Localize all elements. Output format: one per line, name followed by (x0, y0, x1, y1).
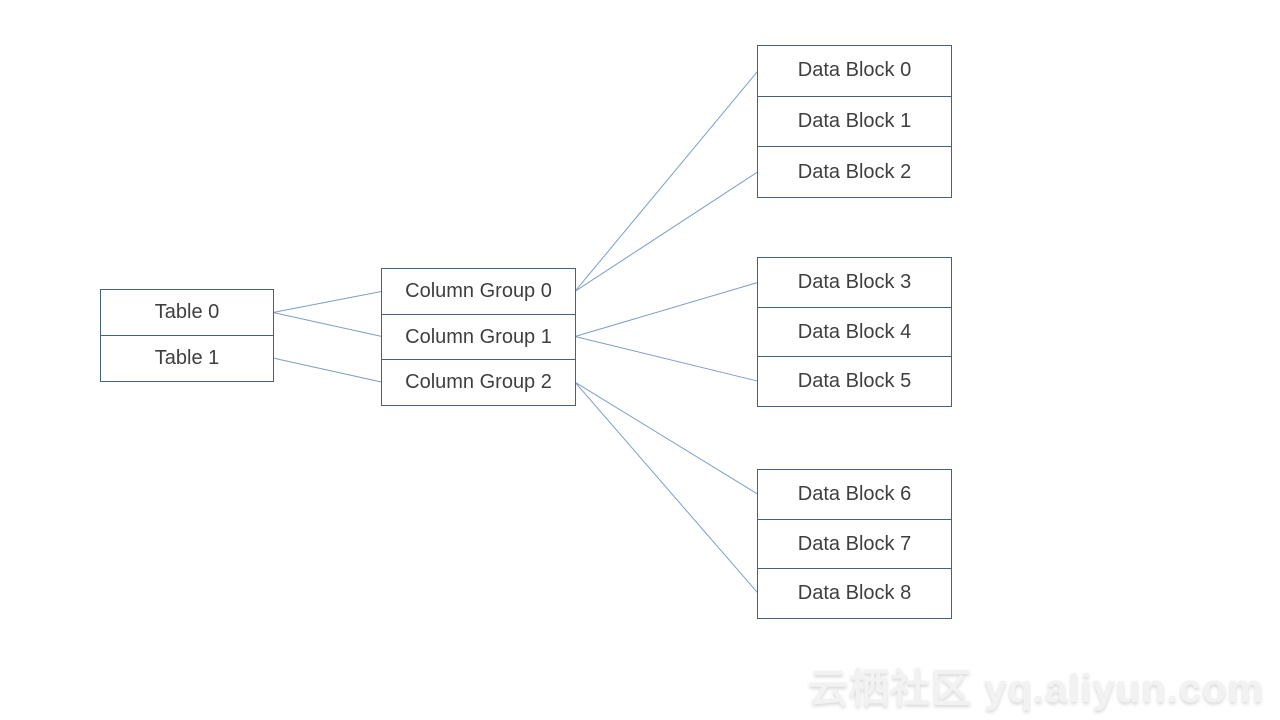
node-data-block-0: Data Block 0 (797, 59, 912, 82)
column-groups-box: Column Group 0 Column Group 1 Column Gro… (381, 268, 576, 406)
node-data-block-5: Data Block 5 (758, 356, 951, 406)
node-column-group-0: Column Group 0 (405, 279, 552, 302)
node-data-block-3: Data Block 3 (797, 270, 912, 293)
node-data-block-6: Data Block 6 (797, 482, 912, 505)
node-data-block-4: Data Block 4 (758, 306, 951, 357)
data-blocks-box-1: Data Block 0 Data Block 1 Data Block 2 (757, 45, 952, 198)
node-data-block-8: Data Block 8 (758, 568, 951, 618)
tables-box: Table 0 Table 1 (100, 289, 274, 382)
node-data-block-7: Data Block 7 (758, 518, 951, 569)
data-blocks-box-2: Data Block 3 Data Block 4 Data Block 5 (757, 257, 952, 407)
node-data-block-2: Data Block 2 (758, 146, 951, 197)
node-table-0: Table 0 (154, 301, 220, 323)
node-column-group-1: Column Group 1 (382, 313, 575, 360)
data-blocks-box-3: Data Block 6 Data Block 7 Data Block 8 (757, 469, 952, 619)
node-column-group-2: Column Group 2 (382, 359, 575, 405)
site-watermark: 云栖社区 yq.aliyun.com (808, 667, 1264, 711)
node-table-1: Table 1 (101, 335, 273, 381)
node-data-block-1: Data Block 1 (758, 95, 951, 147)
